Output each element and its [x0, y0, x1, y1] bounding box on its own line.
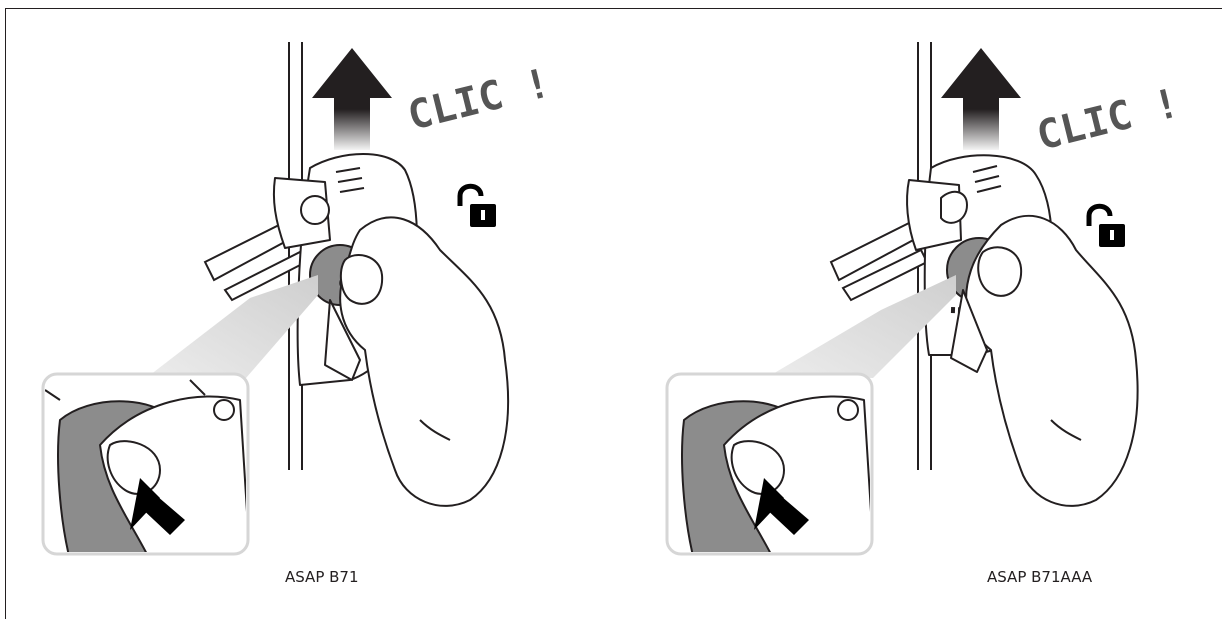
panel-asap-b71: CLIC ! ASAP B71 [0, 0, 611, 619]
caption-asap-b71: ASAP B71 [285, 568, 359, 586]
illustration-asap-b71aaa: CLIC ! [611, 0, 1222, 619]
hand [325, 217, 508, 506]
hand [951, 216, 1138, 506]
up-arrow-icon [941, 48, 1021, 150]
clic-label: CLIC ! [1032, 80, 1183, 160]
up-arrow-icon [312, 48, 392, 150]
unlock-icon [460, 186, 496, 227]
clic-label: CLIC ! [403, 60, 554, 140]
zoom-inset [43, 374, 250, 560]
zoom-inset [667, 374, 874, 560]
caption-asap-b71aaa: ASAP B71AAA [987, 568, 1092, 586]
illustration-asap-b71: CLIC ! [0, 0, 611, 619]
unlock-icon [1089, 206, 1125, 247]
panel-asap-b71aaa: CLIC ! ASAP B71AAA [611, 0, 1222, 619]
